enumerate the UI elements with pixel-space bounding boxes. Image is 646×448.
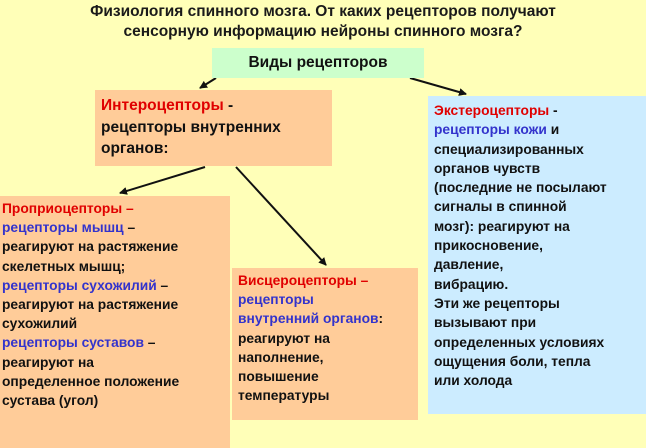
arrow-to-proprioceptors xyxy=(119,166,206,195)
proprioceptors-line: реагируют на растяжение xyxy=(2,297,179,313)
visceroceptors-line: реагируют на xyxy=(238,330,330,346)
arrow-to-exteroceptors xyxy=(409,77,467,96)
arrow-to-interoceptors xyxy=(199,77,217,89)
exteroceptors-line: (последние не посылают xyxy=(434,180,607,196)
visceroceptors-box: Висцероцепторы – рецепторы внутренний ор… xyxy=(232,268,418,420)
exteroceptors-line: или холода xyxy=(434,373,513,389)
interoceptors-line: рецепторы внутренних xyxy=(101,118,281,136)
proprioceptors-box: Проприоцепторы – рецепторы мышц – реагир… xyxy=(0,196,230,448)
tendon-receptors-term: рецепторы сухожилий xyxy=(2,277,157,293)
interoceptors-heading-suffix: - xyxy=(223,97,234,114)
muscle-receptors-suffix: – xyxy=(123,220,136,236)
muscle-receptors-term: рецепторы мышц xyxy=(2,220,124,236)
joint-receptors-suffix: – xyxy=(143,335,156,351)
slide-title: Физиология спинного мозга. От каких реце… xyxy=(0,2,646,42)
exteroceptors-line: прикосновение, xyxy=(434,238,543,254)
title-line-2: сенсорную информацию нейроны спинного мо… xyxy=(123,23,523,40)
exteroceptors-line: органов чувств xyxy=(434,160,541,176)
joint-receptors-term: рецепторы суставов xyxy=(2,335,144,351)
visceroceptors-blue-suffix: : xyxy=(378,311,384,327)
skin-receptors-term: рецепторы кожи xyxy=(434,122,547,138)
exteroceptors-line: сигналы в спинной xyxy=(434,199,567,215)
exteroceptors-line: мозг): реагируют на xyxy=(434,218,570,234)
interoceptors-heading: Интероцепторы xyxy=(101,97,224,114)
proprioceptors-heading: Проприоцепторы – xyxy=(2,201,134,216)
exteroceptors-line: давление, xyxy=(434,257,504,273)
receptor-types-label: Виды рецепторов xyxy=(248,54,388,71)
visceroceptors-blue-line: внутренний органов xyxy=(238,311,379,327)
visceroceptors-line: наполнение, xyxy=(238,349,324,365)
proprioceptors-line: реагируют на растяжение xyxy=(2,239,179,255)
proprioceptors-line: сустава (угол) xyxy=(2,393,99,409)
skin-receptors-suffix: и xyxy=(546,122,560,138)
exteroceptors-line: специализированных xyxy=(434,141,584,157)
interoceptors-box: Интероцепторы - рецепторы внутренних орг… xyxy=(95,90,332,166)
visceroceptors-line: температуры xyxy=(238,388,330,404)
exteroceptors-line: ощущения боли, тепла xyxy=(434,353,591,369)
arrow-to-visceroceptors xyxy=(235,166,327,266)
tendon-receptors-suffix: – xyxy=(156,277,169,293)
visceroceptors-line: повышение xyxy=(238,369,319,385)
proprioceptors-line: реагируют на xyxy=(2,354,94,370)
exteroceptors-line: вибрацию. xyxy=(434,276,509,292)
receptor-types-box: Виды рецепторов xyxy=(212,48,424,78)
proprioceptors-line: сухожилий xyxy=(2,316,78,332)
exteroceptors-box: Экстероцепторы - рецепторы кожи и специа… xyxy=(428,96,646,414)
visceroceptors-blue-line: рецепторы xyxy=(238,292,314,308)
exteroceptors-heading-suffix: - xyxy=(549,103,558,118)
interoceptors-line: органов: xyxy=(101,140,169,157)
visceroceptors-heading: Висцероцепторы – xyxy=(238,273,369,288)
exteroceptors-line: вызывают при xyxy=(434,315,537,331)
proprioceptors-line: определенное положение xyxy=(2,373,180,389)
proprioceptors-line: скелетных мышц; xyxy=(2,258,126,274)
exteroceptors-line: Эти же рецепторы xyxy=(434,295,560,311)
exteroceptors-line: определенных условиях xyxy=(434,334,605,350)
title-line-1: Физиология спинного мозга. От каких реце… xyxy=(90,3,556,20)
exteroceptors-heading: Экстероцепторы xyxy=(434,103,550,118)
